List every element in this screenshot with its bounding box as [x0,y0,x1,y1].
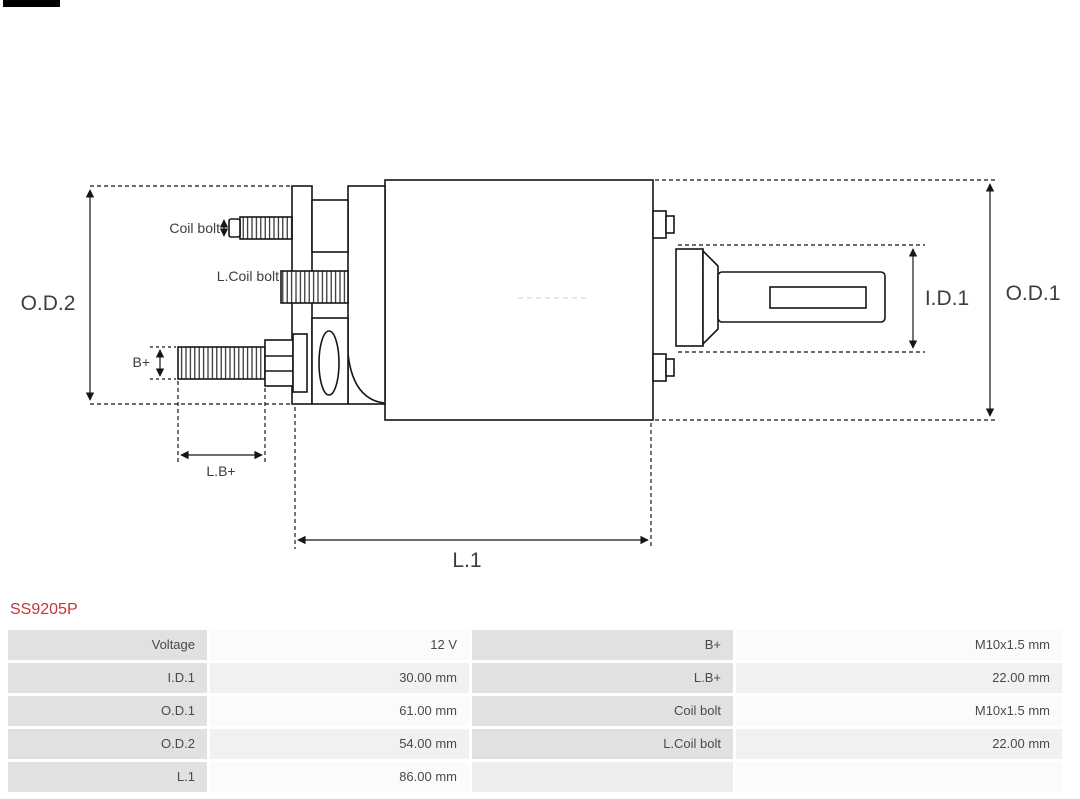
technical-diagram: O.D.2 O.D.1 I.D.1 L.1 L.B+ B+ Coil bolt … [21,179,1061,572]
dim-label-od2: O.D.2 [21,292,76,315]
spec-label: L.Coil bolt [472,729,733,759]
dim-label-l1: L.1 [452,549,481,572]
spec-label [472,762,733,792]
terminal-bottom-cap [665,358,675,377]
dim-label-bplus: B+ [132,354,150,370]
spec-label: O.D.2 [8,729,207,759]
terminal-top [652,210,667,239]
spec-value: 54.00 mm [210,729,469,759]
spec-label: Coil bolt [472,696,733,726]
spec-label: L.B+ [472,663,733,693]
spec-label: B+ [472,630,733,660]
spec-value: 12 V [210,630,469,660]
dim-label-od1: O.D.1 [1006,282,1061,305]
coil-bolt-tip [228,218,241,238]
spec-label: L.1 [8,762,207,792]
b-plus-washer-plate [292,333,308,393]
spec-value: 30.00 mm [210,663,469,693]
dimension-lines [85,179,996,549]
solenoid-body [384,179,654,421]
spec-label: Voltage [8,630,207,660]
spec-label: I.D.1 [8,663,207,693]
b-plus-stud [177,346,266,380]
part-number: SS9205P [10,601,78,618]
b-plus-boss [318,330,340,396]
dim-label-lbplus: L.B+ [206,463,235,479]
coil-bolt-stud [239,216,293,240]
dim-label-coil-bolt: Coil bolt [169,220,220,236]
spec-label: O.D.1 [8,696,207,726]
plunger-slot [769,286,867,309]
plunger-collar [675,248,704,347]
spec-value: 61.00 mm [210,696,469,726]
dim-label-id1: I.D.1 [925,287,969,310]
spec-table: Voltage 12 V B+ M10x1.5 mm I.D.1 30.00 m… [8,630,1062,792]
spec-value: M10x1.5 mm [736,696,1062,726]
upper-bracket [311,199,349,253]
solenoid-outline [177,179,886,421]
front-plate [347,185,386,405]
dim-label-l-coil-bolt: L.Coil bolt [217,268,279,284]
top-left-marker [3,0,60,7]
spec-value [736,762,1062,792]
b-plus-nut [264,339,294,387]
spec-value: 22.00 mm [736,663,1062,693]
spec-value: M10x1.5 mm [736,630,1062,660]
terminal-bottom [652,353,667,382]
spec-value: 86.00 mm [210,762,469,792]
flange-arc [347,353,385,404]
plunger-chamfer [702,249,719,346]
terminal-top-cap [665,215,675,234]
spec-value: 22.00 mm [736,729,1062,759]
coil-bolt-bushing [280,270,349,304]
